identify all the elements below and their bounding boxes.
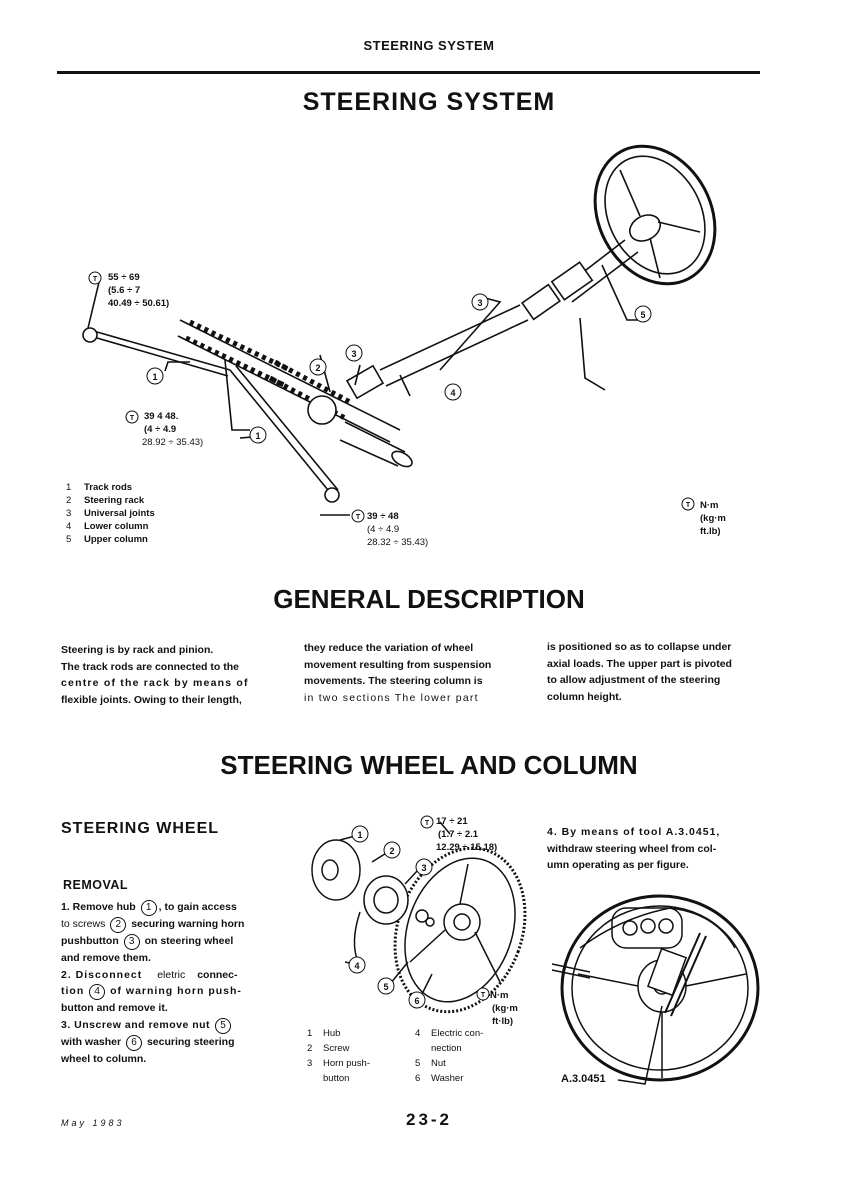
svg-text:T: T — [686, 502, 691, 509]
ref-1: 1 — [140, 900, 157, 916]
svg-text:1: 1 — [357, 830, 362, 840]
svg-text:T: T — [93, 276, 98, 283]
ref-3: 3 — [123, 934, 140, 950]
ref-5: 5 — [214, 1017, 231, 1034]
step-4-text: 4. By means of tool A.3.0451, withdraw s… — [547, 826, 721, 871]
torque-units-fig1: N·m (kg·m ft.lb) — [700, 500, 726, 537]
page-title: STEERING SYSTEM — [302, 88, 556, 116]
page-number: 23-2 — [405, 1110, 453, 1129]
svg-text:5: 5 — [383, 982, 388, 992]
svg-text:T: T — [356, 514, 361, 521]
svg-text:2: 2 — [315, 363, 320, 373]
subsection-heading: STEERING WHEEL — [61, 820, 220, 837]
svg-text:T: T — [425, 820, 430, 827]
ref-4: 4 — [89, 984, 106, 1000]
steering-assembly-diagram: T 1 1 T 2 3 4 3 5 T T — [82, 144, 717, 523]
svg-text:4: 4 — [354, 961, 359, 971]
ref-6: 6 — [126, 1034, 143, 1051]
running-header: STEERING SYSTEM — [363, 38, 495, 53]
ref-2: 2 — [110, 917, 127, 933]
svg-text:T: T — [481, 992, 486, 999]
svg-text:3: 3 — [477, 298, 482, 308]
puller-tool-diagram — [551, 894, 760, 1085]
torque-spec-wheel-nut: 17 ÷ 21 (1.7 ÷ 2.1 12.29 ÷ 15.18) — [436, 816, 498, 853]
section-heading: STEERING WHEEL AND COLUMN — [220, 750, 638, 780]
svg-text:2: 2 — [389, 846, 394, 856]
removal-heading: REMOVAL — [63, 878, 129, 892]
footer-date: May 1983 — [61, 1118, 125, 1128]
description-column-2: they reduce the variation of wheel movem… — [304, 642, 492, 704]
description-column-3: is positioned so as to collapse under ax… — [547, 641, 732, 703]
steering-wheel-exploded-diagram: 1 2 3 4 5 6 T T — [311, 815, 527, 1014]
svg-text:6: 6 — [414, 996, 419, 1006]
tool-label: A.3.0451 — [561, 1073, 606, 1085]
general-description-heading: GENERAL DESCRIPTION — [273, 584, 585, 614]
svg-text:1: 1 — [152, 372, 157, 382]
torque-spec-column: 39 ÷ 48 (4 ÷ 4.9 28.32 ÷ 35.43) — [367, 511, 429, 548]
svg-text:4: 4 — [450, 388, 455, 398]
svg-text:3: 3 — [421, 863, 426, 873]
removal-steps: 1. Remove hub 1, to gain access to screw… — [61, 900, 245, 1065]
torque-spec-track-rod: 55 ÷ 69 (5.6 ÷ 7 40.49 ÷ 50.61) — [108, 272, 170, 309]
svg-text:5: 5 — [640, 310, 645, 320]
svg-text:3: 3 — [351, 349, 356, 359]
description-column-1: Steering is by rack and pinion. The trac… — [61, 644, 249, 706]
torque-units-fig2: N·m (kg·m ft·lb) — [490, 990, 518, 1027]
torque-spec-rack: 39 4 48. (4 ÷ 4.9 28.92 ÷ 35.43) — [142, 411, 204, 448]
header-rule — [57, 71, 760, 74]
svg-text:T: T — [130, 415, 135, 422]
svg-text:1: 1 — [255, 431, 260, 441]
